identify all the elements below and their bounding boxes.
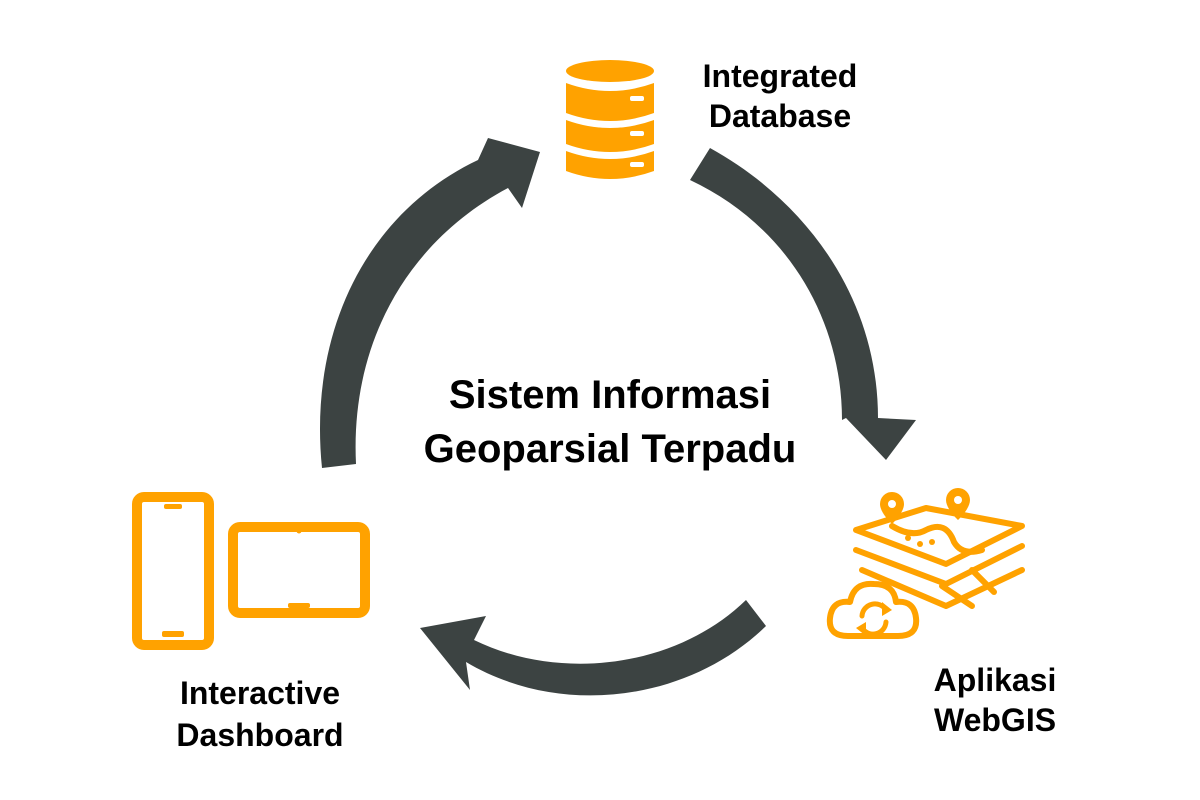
node-label-dashboard: Interactive Dashboard [120, 672, 400, 756]
dashboard-label-line-2: Dashboard [176, 717, 344, 753]
arrow-dashboard-to-database [319, 138, 540, 468]
layered-map-cloud-icon [826, 488, 1025, 639]
dashboard-label-line-1: Interactive [179, 675, 341, 711]
title-line-1: Sistem Informasi [448, 373, 772, 417]
arrow-database-to-webgis [690, 148, 916, 460]
database-label-line-1: Integrated [702, 58, 858, 94]
node-label-webgis: Aplikasi WebGIS [890, 660, 1100, 740]
arrow-webgis-to-dashboard [420, 600, 766, 696]
database-label-line-2: Database [708, 98, 852, 134]
database-icon [566, 60, 654, 179]
webgis-label-line-1: Aplikasi [933, 662, 1057, 698]
title-line-2: Geoparsial Terpadu [423, 427, 797, 471]
node-label-database: Integrated Database [660, 56, 900, 136]
phone-tablet-icon [132, 492, 370, 650]
webgis-label-line-2: WebGIS [933, 702, 1057, 738]
diagram-title: Sistem Informasi Geoparsial Terpadu [360, 368, 860, 476]
